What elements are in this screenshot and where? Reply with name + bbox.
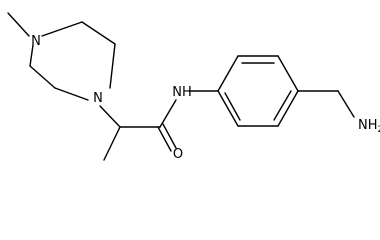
bond-benzene-inner-2 [273,90,292,121]
bond-ring-6 [29,44,34,67]
bond-benzene-inner-3 [224,92,241,121]
bond-methyl-n [7,12,30,37]
atom-amine-label: NH2 [358,118,380,135]
bond-benzene-1 [217,55,239,92]
bond-carbonyl-double-2 [162,123,177,149]
amine-nh-text: NH [358,118,378,133]
atom-n-methyl-label: N [31,34,41,49]
bond-benzene-4 [277,90,299,127]
bond-alpha-methyl [103,126,121,161]
atom-labels: N N NH O NH2 [31,34,380,162]
atom-amide-nh-label: NH [172,85,192,100]
bond-carbonyl-nh [159,99,177,128]
bond-benzene-3 [277,55,299,92]
bond-ch2-nh2 [337,90,355,118]
bond-ring-3 [109,43,116,89]
bond-ring-2 [81,21,116,45]
bond-ring-5 [29,65,56,89]
bond-n-alpha [99,105,121,128]
bond-ring-1 [41,21,83,37]
bond-carbonyl-double-1 [157,126,172,152]
chemical-structure: N N NH O NH2 [7,12,380,162]
amine-subscript: 2 [378,125,380,135]
atom-n-attached-label: N [93,91,103,106]
atom-carbonyl-o-label: O [173,147,183,162]
bond-benzene-6 [217,90,239,127]
bond-ring-4 [54,87,89,101]
bonds [7,12,355,161]
